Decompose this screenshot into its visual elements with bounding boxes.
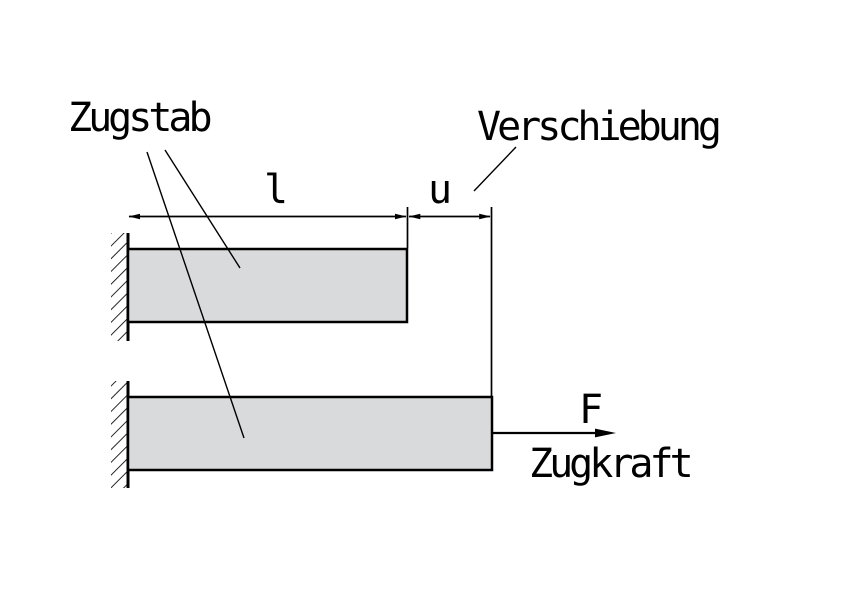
leader-rod-to-upper-bar bbox=[164, 149, 241, 269]
displacement-symbol-label: u bbox=[428, 167, 449, 213]
dim-arrow-u-right-icon bbox=[479, 213, 491, 220]
force-symbol-label: F bbox=[579, 387, 601, 433]
displacement-label: Verschiebung bbox=[477, 104, 719, 150]
leader-rod-to-lower-bar bbox=[146, 151, 245, 439]
rod-label: Zugstab bbox=[68, 95, 210, 141]
leader-displacement bbox=[473, 146, 517, 192]
length-symbol-label: l bbox=[264, 167, 285, 213]
dim-arrow-u-left-icon bbox=[408, 213, 421, 220]
rod-deformed bbox=[126, 395, 494, 472]
dim-arrow-l-right-icon bbox=[395, 213, 407, 220]
wall-hatch-lower bbox=[111, 381, 127, 488]
dim-arrow-l-left-icon bbox=[128, 213, 140, 220]
force-arrow-head-icon bbox=[595, 428, 616, 438]
force-name-label: Zugkraft bbox=[529, 441, 691, 487]
wall-hatch-upper bbox=[111, 233, 127, 341]
rod-undeformed bbox=[126, 247, 409, 324]
